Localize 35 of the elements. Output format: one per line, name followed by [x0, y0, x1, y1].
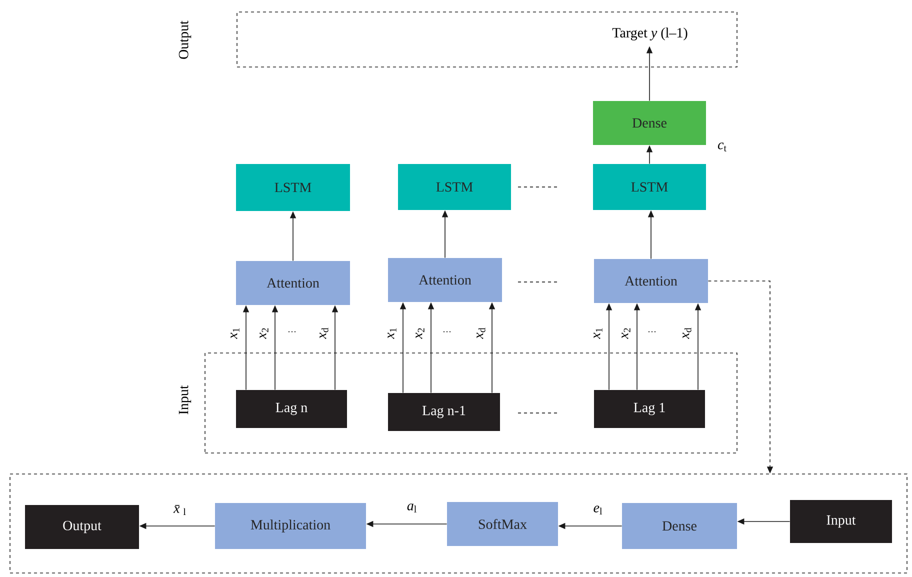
process-box: Attention — [594, 259, 708, 303]
lstm-box: LSTM — [398, 164, 511, 210]
lstm-box: LSTM — [236, 164, 350, 211]
edge-label: x$_{2}$ — [416, 328, 424, 339]
region-heading: Output — [178, 20, 192, 59]
edge-label: x̄$_{l}$ — [173, 504, 186, 515]
ellipsis: ··· — [443, 331, 451, 332]
edge-label: x$_{1}$ — [594, 328, 602, 339]
edge-label: x$_{d}$ — [320, 328, 328, 339]
edge-label: x$_{d}$ — [476, 328, 486, 339]
process-box: Attention — [236, 261, 350, 305]
edge-label: x$_{d}$ — [682, 328, 692, 339]
edge-label: x$_{1}$ — [388, 328, 396, 339]
input-block: Lag n-1 — [388, 393, 500, 431]
region-heading: Input — [178, 385, 192, 414]
dashed-region — [10, 474, 908, 574]
edge-label: e$_{l}$ — [594, 506, 602, 514]
ellipsis: ··· — [648, 331, 656, 332]
input-block: Output — [25, 505, 139, 549]
lstm-box: LSTM — [593, 164, 706, 210]
state-label: c$_{t}$ — [718, 142, 726, 152]
edge-label: a$_{l}$ — [407, 504, 416, 512]
edge-label: x$_{2}$ — [260, 328, 268, 339]
dense-box: Dense — [593, 101, 706, 145]
input-block: Lag 1 — [594, 390, 705, 428]
input-block: Input — [790, 500, 892, 543]
edge-label: x$_{1}$ — [230, 328, 240, 339]
input-block: Lag n — [236, 390, 347, 428]
process-box: SoftMax — [447, 502, 558, 546]
target-label: Target y (l–1) — [612, 28, 688, 40]
ellipsis: ··· — [288, 331, 296, 332]
process-box: Attention — [388, 258, 502, 302]
process-box: Dense — [622, 503, 737, 549]
edge-label: x$_{2}$ — [622, 328, 630, 339]
process-box: Multiplication — [215, 503, 366, 549]
